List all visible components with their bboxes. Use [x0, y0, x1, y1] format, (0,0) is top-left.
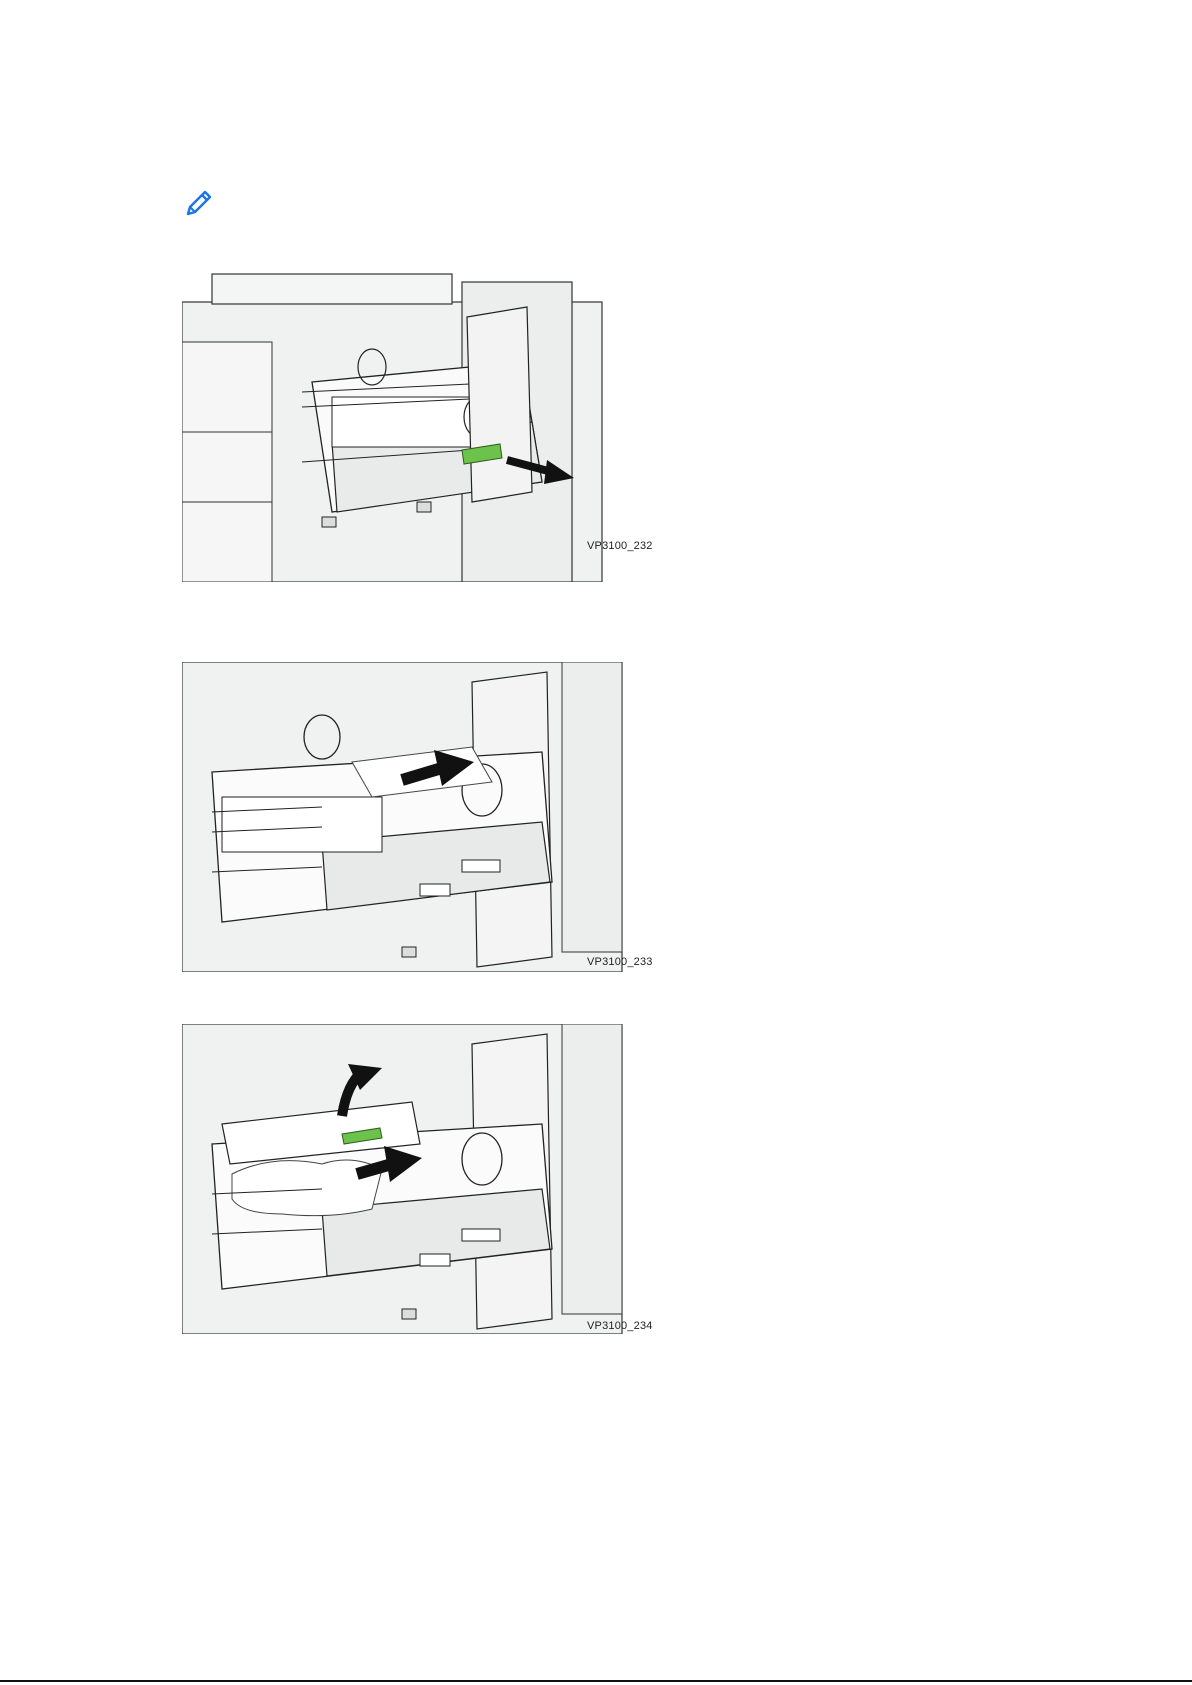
pencil-note-icon: [182, 186, 216, 220]
figure-remove-jammed-paper: VP3100_233: [182, 662, 642, 972]
footer-rule: [0, 1680, 1192, 1682]
figure-tray-release-lever: VP3100_232: [182, 272, 642, 582]
figure-caption: VP3100_232: [587, 540, 653, 552]
figure-caption: VP3100_233: [587, 956, 653, 968]
figure-lift-cover-remove-paper: VP3100_234: [182, 1024, 642, 1334]
figure-caption: VP3100_234: [587, 1320, 653, 1332]
